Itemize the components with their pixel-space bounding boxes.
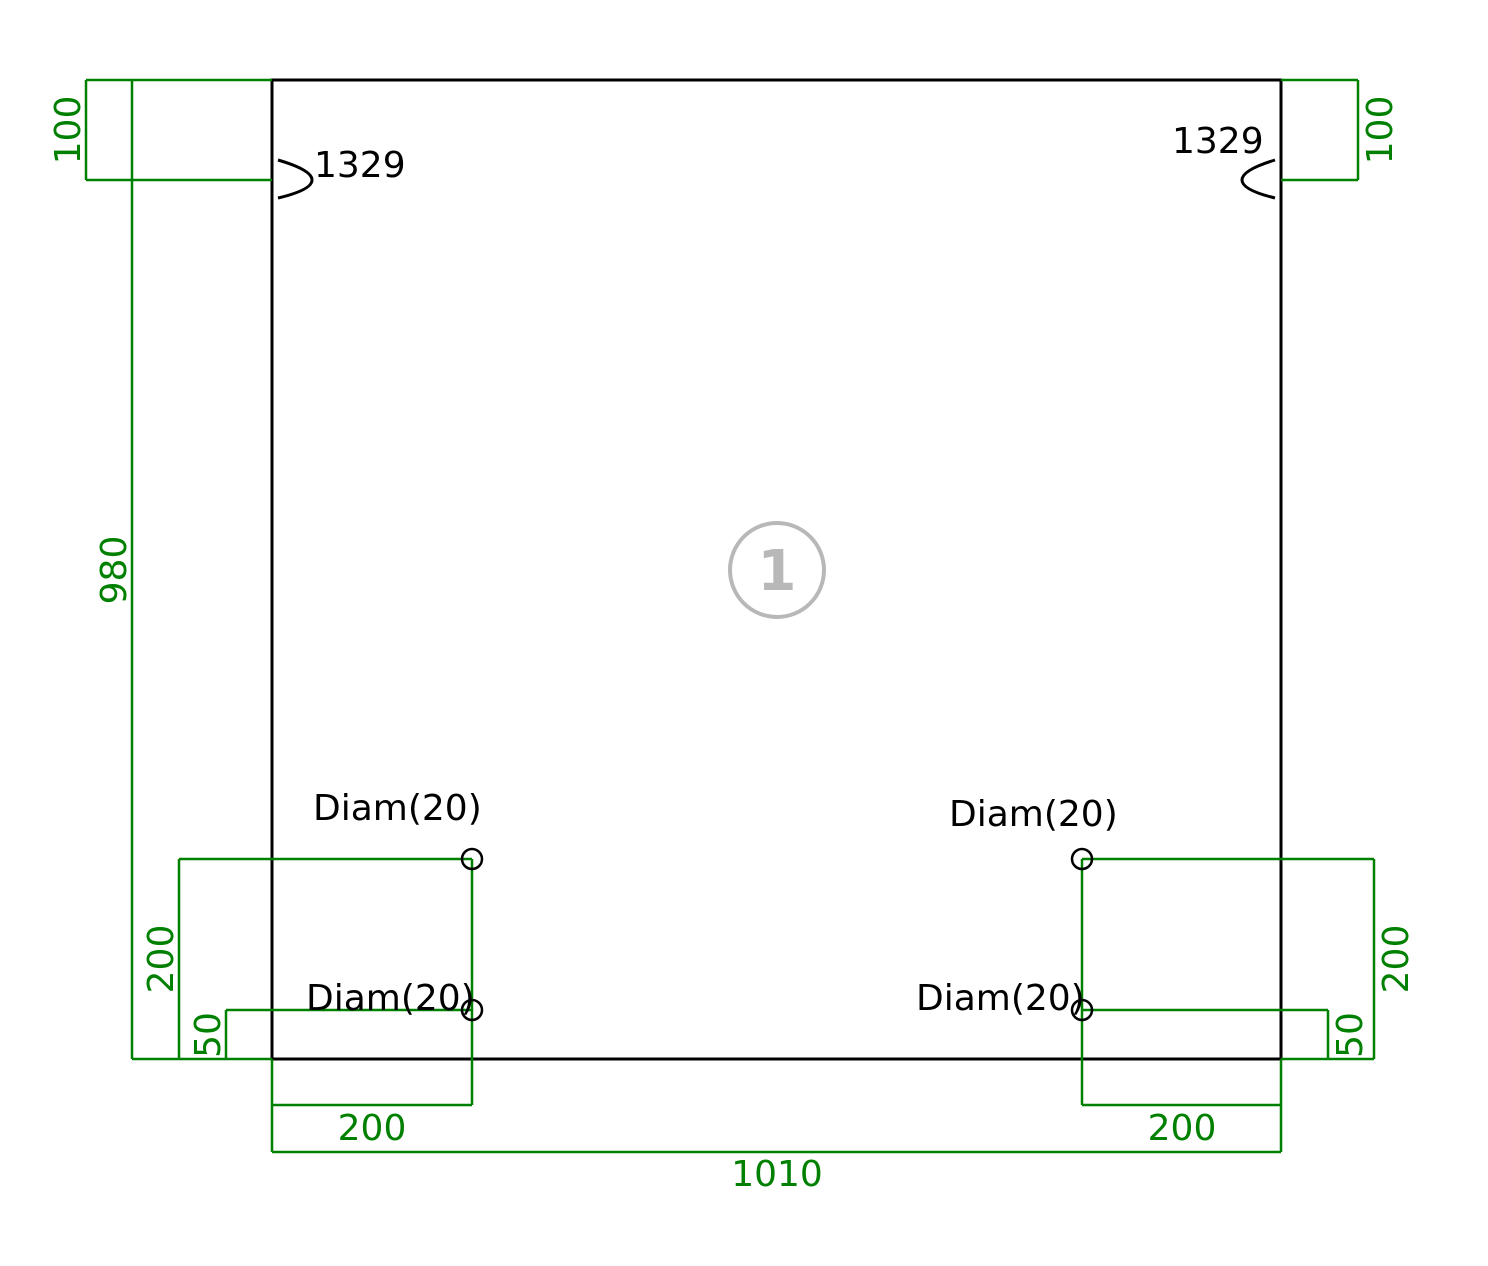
hinge-left-label: 1329 bbox=[314, 145, 406, 186]
dim-right-hole-50-lines bbox=[1082, 1008, 1330, 1059]
dim-top-left-lines bbox=[84, 78, 272, 182]
panel-outline bbox=[270, 78, 1283, 1061]
hinge-left-mark bbox=[277, 158, 314, 200]
dim-left-x-text: 200 bbox=[338, 1108, 407, 1149]
hinge-right-mark bbox=[1240, 158, 1276, 200]
dim-top-right-lines bbox=[1281, 78, 1360, 182]
dim-left-hole-200-lines bbox=[177, 857, 474, 1105]
dim-left-hole-200-text: 200 bbox=[141, 925, 182, 994]
dim-left-hole-50-lines bbox=[224, 1008, 472, 1059]
hole-left-lower bbox=[460, 998, 484, 1022]
dim-height-text: 980 bbox=[94, 536, 135, 605]
dim-height-lines bbox=[130, 80, 272, 1061]
hole-right-lower-label: Diam(20) bbox=[916, 978, 1085, 1019]
dim-left-hole-50-text: 50 bbox=[188, 1012, 229, 1058]
hole-right-lower bbox=[1070, 998, 1094, 1022]
dim-right-x-lines bbox=[1082, 1059, 1283, 1152]
hole-left-lower-label: Diam(20) bbox=[306, 978, 475, 1019]
hole-right-upper bbox=[1070, 847, 1094, 871]
dim-right-hole-50-text: 50 bbox=[1330, 1012, 1371, 1058]
dim-top-left-text: 100 bbox=[48, 96, 89, 165]
dim-right-x-text: 200 bbox=[1148, 1108, 1217, 1149]
hole-left-upper-label: Diam(20) bbox=[313, 788, 482, 829]
hinge-right-label: 1329 bbox=[1172, 121, 1264, 162]
dim-width-text: 1010 bbox=[731, 1154, 823, 1195]
hole-right-upper-label: Diam(20) bbox=[949, 794, 1118, 835]
part-number: 1 bbox=[758, 539, 797, 604]
part-number-circle bbox=[728, 521, 826, 619]
dim-top-right-text: 100 bbox=[1360, 96, 1401, 165]
dim-left-x-lines bbox=[270, 1059, 472, 1152]
dim-right-hole-200-lines bbox=[1080, 857, 1376, 1105]
dim-right-hole-200-text: 200 bbox=[1376, 925, 1417, 994]
hole-left-upper bbox=[460, 847, 484, 871]
